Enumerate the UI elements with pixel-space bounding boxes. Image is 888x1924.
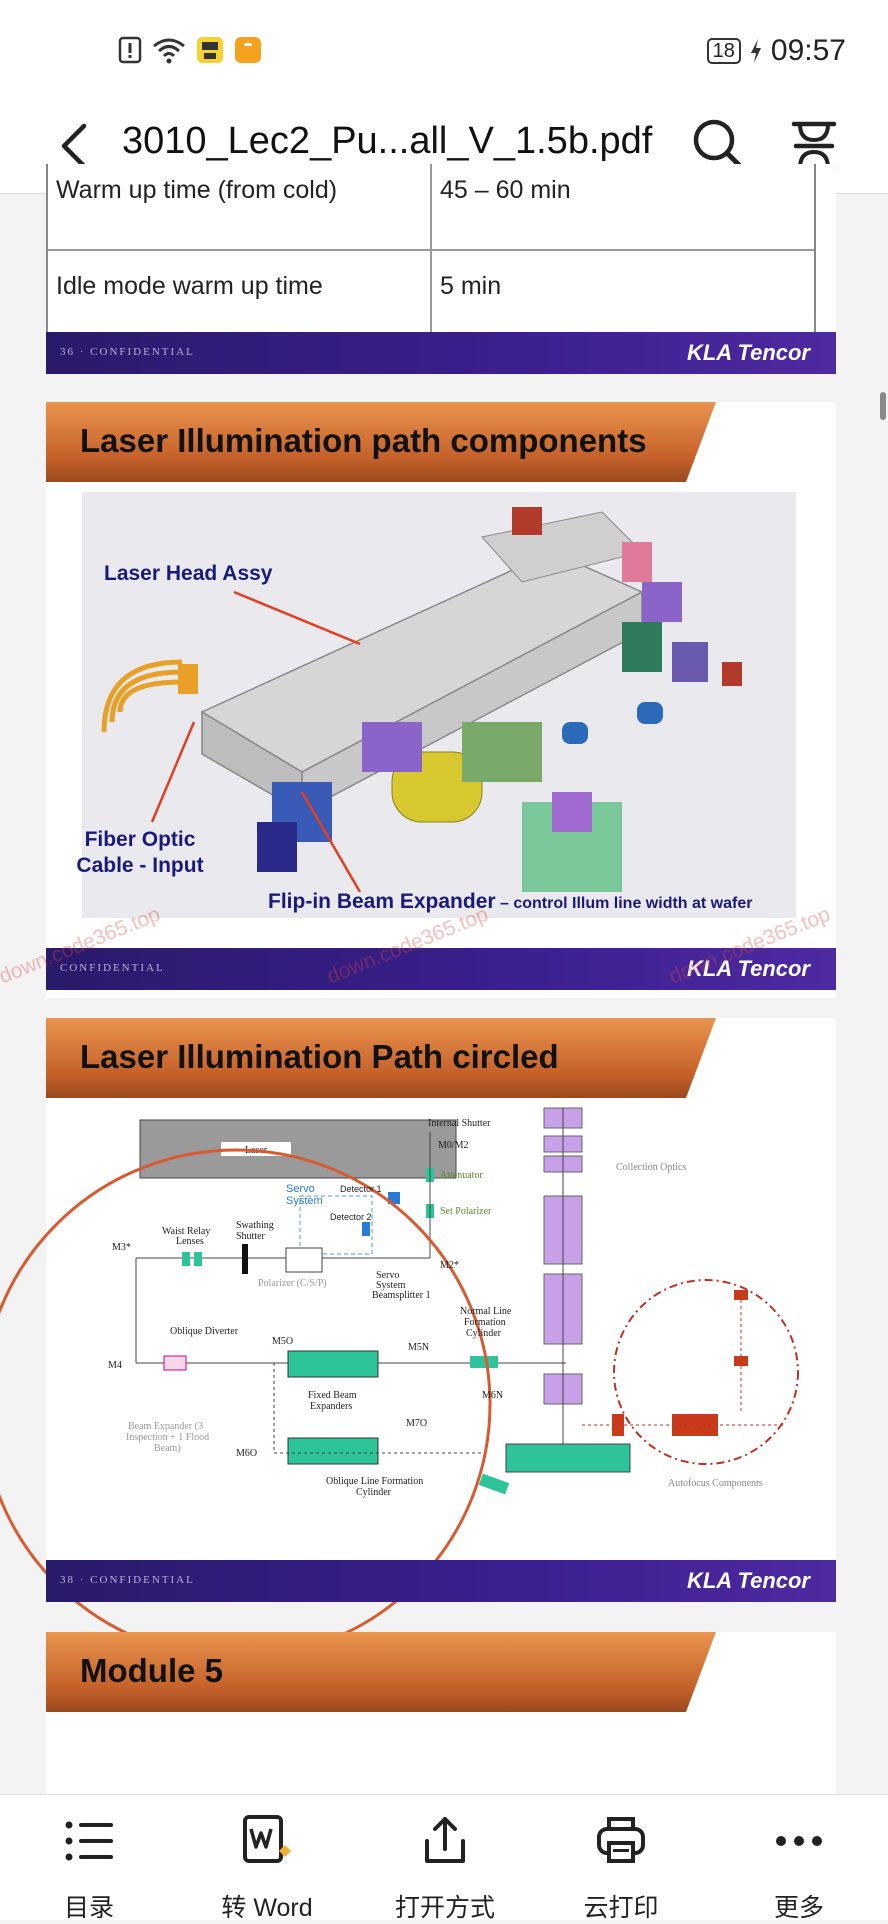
slide-module-5: Module 5 bbox=[46, 1632, 836, 1802]
kla-tencor-logo: KLA Tencor bbox=[686, 956, 810, 981]
label-laser-head: Laser Head Assy bbox=[104, 562, 273, 585]
more-dots-icon bbox=[776, 1836, 822, 1846]
toc-label: 目录 bbox=[63, 1894, 114, 1922]
slide-title: Laser Illumination path components bbox=[80, 422, 647, 459]
table-cell-value: 5 min bbox=[440, 272, 502, 300]
printer-icon bbox=[597, 1817, 645, 1863]
confidential-label: 36 · CONFIDENTIAL bbox=[60, 346, 195, 358]
svg-text:M5O: M5O bbox=[272, 1336, 293, 1347]
back-arrow-icon[interactable] bbox=[50, 118, 100, 174]
svg-text:System: System bbox=[376, 1280, 406, 1291]
confidential-label: CONFIDENTIAL bbox=[60, 962, 165, 974]
slide-footer: 38 · CONFIDENTIAL KLA Tencor bbox=[46, 1560, 836, 1602]
open-with-button[interactable]: 打开方式 bbox=[380, 1813, 510, 1924]
laser-illustration: Laser Head Assy Fiber Optic Cable - Inpu… bbox=[76, 492, 796, 918]
svg-text:M2*: M2* bbox=[440, 1260, 459, 1271]
svg-text:M4: M4 bbox=[108, 1360, 122, 1371]
open-with-label: 打开方式 bbox=[394, 1894, 495, 1922]
slide-title: Module 5 bbox=[80, 1652, 224, 1689]
svg-text:Beamsplitter 1: Beamsplitter 1 bbox=[372, 1290, 431, 1301]
label-fiber-optic: Fiber Optic Cable - Input bbox=[76, 828, 204, 877]
status-right: 18 09:57 bbox=[706, 34, 846, 68]
slide-banner bbox=[46, 1632, 716, 1712]
more-label: 更多 bbox=[773, 1894, 824, 1922]
svg-text:Lenses: Lenses bbox=[176, 1236, 204, 1247]
svg-text:Beam Expander (3: Beam Expander (3 bbox=[128, 1421, 203, 1432]
laser-assembly-drawing bbox=[101, 507, 742, 893]
svg-text:Detector 2: Detector 2 bbox=[330, 1212, 372, 1222]
svg-text:Servo: Servo bbox=[376, 1270, 399, 1281]
svg-text:M0/M2: M0/M2 bbox=[438, 1140, 469, 1151]
svg-text:M7O: M7O bbox=[406, 1418, 427, 1429]
list-icon bbox=[65, 1821, 113, 1861]
svg-text:M6N: M6N bbox=[482, 1390, 503, 1401]
slide-laser-path: Laser Illumination Path circled Laser bbox=[0, 1018, 836, 1660]
app-badge-icon bbox=[235, 37, 261, 63]
svg-text:Formation: Formation bbox=[464, 1317, 506, 1328]
slide-banner bbox=[46, 402, 716, 482]
svg-text:Internal Shutter: Internal Shutter bbox=[428, 1118, 491, 1129]
scrollbar-thumb[interactable] bbox=[880, 392, 886, 420]
document-title: 3010_Lec2_Pu...all_V_1.5b.pdf bbox=[122, 120, 653, 162]
clock: 09:57 bbox=[770, 34, 846, 67]
slide-banner bbox=[46, 1018, 716, 1098]
kla-tencor-logo: KLA Tencor bbox=[686, 1568, 810, 1593]
svg-text:Detector 1: Detector 1 bbox=[340, 1184, 382, 1194]
svg-text:Collection Optics: Collection Optics bbox=[616, 1162, 686, 1173]
wifi-icon bbox=[153, 38, 185, 64]
app-notification-icon bbox=[197, 37, 223, 63]
charging-icon bbox=[750, 39, 761, 63]
illumination-path-diagram: Laser bbox=[0, 1107, 799, 1660]
battery-indicator: 18 bbox=[706, 38, 741, 64]
to-word-label: 转 Word bbox=[221, 1894, 313, 1922]
slide-prev: Warm up time (from cold) 45 – 60 min Idl… bbox=[46, 164, 836, 374]
toc-button[interactable]: 目录 bbox=[24, 1813, 154, 1924]
slide-title: Laser Illumination Path circled bbox=[80, 1038, 559, 1075]
to-word-button[interactable]: 转 Word bbox=[202, 1813, 332, 1924]
svg-text:System: System bbox=[286, 1195, 323, 1207]
svg-text:Servo: Servo bbox=[286, 1183, 315, 1195]
cloud-print-label: 云打印 bbox=[583, 1894, 659, 1922]
svg-text:M5N: M5N bbox=[408, 1342, 429, 1353]
table-cell-item: Idle mode warm up time bbox=[56, 272, 323, 300]
confidential-label: 38 · CONFIDENTIAL bbox=[60, 1574, 195, 1586]
table-row bbox=[48, 249, 814, 251]
svg-text:Cylinder: Cylinder bbox=[356, 1487, 392, 1498]
slide-laser-components: Laser Illumination path components bbox=[46, 402, 836, 998]
svg-text:M3*: M3* bbox=[112, 1242, 131, 1253]
bottom-toolbar: 目录 转 Word 打开方式 云打印 更多 bbox=[0, 1794, 888, 1922]
slide-footer: 36 · CONFIDENTIAL KLA Tencor bbox=[46, 332, 836, 374]
table-cell-value: 45 – 60 min bbox=[440, 176, 571, 204]
svg-text:Set Polarizer: Set Polarizer bbox=[440, 1206, 492, 1217]
svg-text:Normal Line: Normal Line bbox=[460, 1306, 512, 1317]
svg-text:Polarizer (C/S/P): Polarizer (C/S/P) bbox=[258, 1278, 327, 1289]
status-icons bbox=[118, 36, 262, 64]
svg-text:Cylinder: Cylinder bbox=[466, 1328, 502, 1339]
kla-tencor-logo: KLA Tencor bbox=[686, 340, 810, 365]
share-icon bbox=[425, 1817, 465, 1863]
pdf-viewer[interactable]: Warm up time (from cold) 45 – 60 min Idl… bbox=[0, 164, 888, 1802]
svg-text:M6O: M6O bbox=[236, 1448, 257, 1459]
more-button[interactable]: 更多 bbox=[734, 1813, 864, 1924]
slide-footer: CONFIDENTIAL KLA Tencor bbox=[46, 948, 836, 990]
svg-text:Expanders: Expanders bbox=[310, 1401, 352, 1412]
spec-table: Warm up time (from cold) 45 – 60 min Idl… bbox=[46, 164, 816, 334]
svg-text:Autofocus Components: Autofocus Components bbox=[668, 1478, 763, 1489]
svg-text:Beam): Beam) bbox=[154, 1443, 181, 1454]
svg-text:Swathing: Swathing bbox=[236, 1220, 274, 1231]
svg-text:Shutter: Shutter bbox=[236, 1231, 266, 1242]
svg-text:Fixed Beam: Fixed Beam bbox=[308, 1390, 357, 1401]
svg-text:Attenuator: Attenuator bbox=[440, 1170, 483, 1181]
svg-text:Inspection + 1 Flood: Inspection + 1 Flood bbox=[126, 1432, 209, 1443]
search-icon[interactable] bbox=[690, 116, 746, 172]
label-flip-in: Flip-in Beam Expander – control Illum li… bbox=[268, 890, 753, 913]
svg-text:Oblique Diverter: Oblique Diverter bbox=[170, 1326, 239, 1337]
svg-text:Oblique Line Formation: Oblique Line Formation bbox=[326, 1476, 423, 1487]
sim-alert-icon bbox=[118, 36, 142, 64]
cloud-print-button[interactable]: 云打印 bbox=[556, 1813, 686, 1924]
table-cell-item: Warm up time (from cold) bbox=[56, 176, 338, 204]
word-convert-icon bbox=[243, 1815, 291, 1863]
status-bar: 18 09:57 bbox=[0, 0, 888, 100]
svg-text:Waist Relay: Waist Relay bbox=[162, 1226, 210, 1237]
